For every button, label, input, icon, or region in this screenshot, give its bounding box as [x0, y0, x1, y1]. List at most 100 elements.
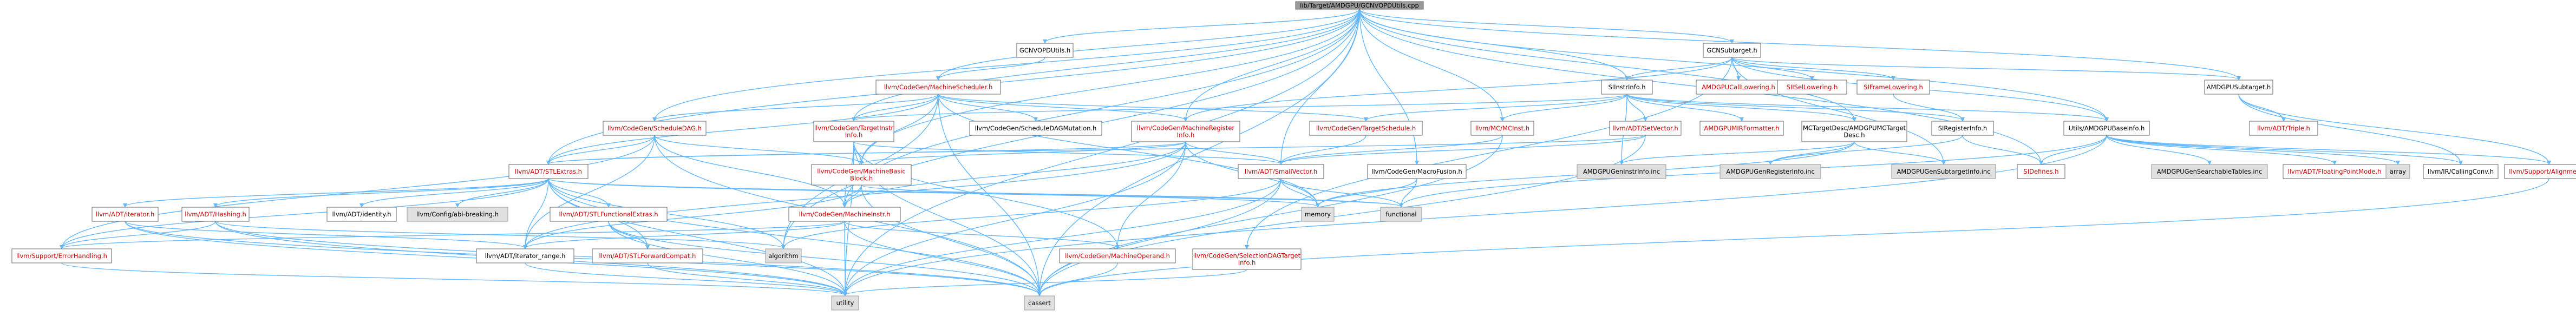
edge-mcsched-to-mbb: [859, 94, 939, 165]
node-label-utility: utility: [836, 299, 854, 307]
node-label-functional: functional: [1385, 210, 1416, 218]
node-stlfunc[interactable]: llvm/ADT/STLFunctionalExtras.h: [550, 207, 668, 222]
node-gensub: AMDGPUGenSubtargetInfo.inc: [1891, 164, 1996, 179]
node-floatmode[interactable]: llvm/ADT/FloatingPointMode.h: [2283, 164, 2387, 179]
edge-schedDAG-to-stlextras: [546, 135, 655, 165]
node-algorithm: algorithm: [765, 248, 802, 263]
node-label-gcnvopd: GCNVOPDUtils.h: [1019, 47, 1070, 54]
node-setvec[interactable]: llvm/ADT/SetVector.h: [1609, 121, 1682, 136]
edge-tsched-to-smallvec: [1279, 135, 1367, 165]
node-errhandling[interactable]: llvm/Support/ErrorHandling.h: [11, 248, 112, 263]
node-siinstr[interactable]: SIInstrInfo.h: [1601, 80, 1653, 95]
edge-mcsched-to-stlextras: [546, 94, 939, 165]
node-mop[interactable]: llvm/CodeGen/MachineOperand.h: [1059, 248, 1176, 263]
node-gcnsub[interactable]: GCNSubtarget.h: [1703, 43, 1761, 58]
node-minstr[interactable]: llvm/CodeGen/MachineInstr.h: [788, 207, 901, 222]
edge-mbb-to-itrange: [523, 184, 862, 249]
node-mirfmt[interactable]: AMDGPUMIRFormatter.h: [1699, 121, 1784, 136]
edge-smallvec-to-functional: [1280, 178, 1403, 208]
node-label-errhandling: llvm/Support/ErrorHandling.h: [16, 252, 107, 260]
node-smallvec[interactable]: llvm/ADT/SmallVector.h: [1238, 164, 1324, 179]
node-box-seldag: [1192, 248, 1302, 270]
edge-hashing-to-algorithm: [215, 221, 786, 249]
node-identity[interactable]: llvm/ADT/identity.h: [326, 207, 397, 222]
node-amdgpucall[interactable]: AMDGPUCallLowering.h: [1696, 80, 1781, 95]
edge-align-to-cassert: [1037, 178, 2549, 296]
node-box-siframe: [1856, 80, 1930, 95]
node-stlextras[interactable]: llvm/ADT/STLExtras.h: [508, 164, 589, 179]
edge-mcsched-to-cassert: [938, 94, 1042, 296]
node-label-triple: llvm/ADT/Triple.h: [2257, 124, 2310, 132]
node-label-hashing: llvm/ADT/Hashing.h: [185, 210, 246, 218]
node-box-mri: [1131, 121, 1240, 142]
node-box-gcnvopd: [1016, 43, 1074, 58]
node-stlfwd[interactable]: llvm/ADT/STLForwardCompat.h: [592, 248, 703, 263]
node-label-sidefines: SIDefines.h: [2023, 168, 2058, 175]
node-hashing[interactable]: llvm/ADT/Hashing.h: [181, 207, 250, 222]
node-macrofusion[interactable]: llvm/CodeGen/MacroFusion.h: [1367, 164, 1467, 179]
node-cassert: cassert: [1024, 295, 1055, 311]
node-box-siisel: [1777, 80, 1847, 95]
node-label-siinstr: SIInstrInfo.h: [1608, 83, 1645, 91]
edge-root-to-mcsched: [936, 9, 1360, 81]
node-schedMut[interactable]: llvm/CodeGen/ScheduleDAGMutation.h: [969, 121, 1102, 136]
node-schedDAG[interactable]: llvm/CodeGen/ScheduleDAG.h: [603, 121, 707, 136]
edge-siframe-to-sireginfo: [1893, 94, 1965, 122]
node-siisel[interactable]: SIISelLowering.h: [1777, 80, 1847, 95]
edge-root-to-macrofusion: [1359, 9, 1419, 165]
edge-root-to-gcnsub: [1359, 9, 1734, 44]
edge-stlextras-to-itrange: [523, 178, 549, 249]
node-box-mop: [1059, 248, 1176, 263]
edges-layer: [60, 9, 2551, 296]
node-label-minstr: llvm/CodeGen/MachineInstr.h: [799, 210, 891, 218]
node-label-callconv: llvm/IR/CallingConv.h: [2428, 168, 2494, 175]
node-mcinst[interactable]: llvm/MC/MCInst.h: [1470, 121, 1534, 136]
edge-iterator-to-cassert: [125, 221, 1042, 296]
edge-stlextras-to-stlfunc: [548, 178, 611, 208]
edge-gcnsub-to-mri: [1184, 57, 1732, 122]
node-basinfo[interactable]: Utils/AMDGPUBaseInfo.h: [2063, 121, 2150, 136]
node-sidefines[interactable]: SIDefines.h: [2017, 164, 2065, 179]
edge-gcnvopd-to-mcsched: [936, 57, 1045, 81]
node-triple[interactable]: llvm/ADT/Triple.h: [2249, 121, 2318, 136]
node-gcnvopd[interactable]: GCNVOPDUtils.h: [1016, 43, 1074, 58]
node-align[interactable]: llvm/Support/Alignment.h: [2504, 164, 2576, 179]
edge-schedDAG-to-minstr: [654, 135, 847, 208]
node-tsched[interactable]: llvm/CodeGen/TargetSchedule.h: [1309, 121, 1423, 136]
node-box-cfgbreak: [407, 207, 508, 222]
edge-siinstr-to-tsched: [1364, 94, 1627, 122]
edge-mri-to-mop: [1115, 141, 1186, 249]
node-box-minstr: [788, 207, 901, 222]
edge-root-to-cassert: [1037, 9, 1360, 296]
node-box-mcsched: [875, 80, 1001, 95]
edge-gcnsub-to-siinstr: [1625, 57, 1732, 81]
node-label-gensub: AMDGPUGenSubtargetInfo.inc: [1897, 168, 1990, 175]
edge-gcnsub-to-gensub: [1731, 57, 1946, 165]
node-label-cassert: cassert: [1028, 299, 1051, 307]
node-label-array: array: [2390, 168, 2406, 175]
node-mcsched[interactable]: llvm/CodeGen/MachineScheduler.h: [875, 80, 1001, 95]
edge-smallvec-to-utility: [843, 178, 1282, 296]
edge-root-to-tii: [852, 9, 1360, 122]
edge-siinstr-to-sireginfo: [1626, 94, 1965, 122]
edge-mri-to-mbb: [859, 141, 1186, 165]
edge-amdgpusub-to-callconv: [2238, 94, 2463, 165]
node-iterator[interactable]: llvm/ADT/iterator.h: [91, 207, 159, 222]
edge-smallvec-to-cassert: [1037, 178, 1282, 296]
edge-stlextras-to-hashing: [213, 178, 549, 208]
edge-stlextras-to-cassert: [548, 178, 1042, 296]
node-callconv[interactable]: llvm/IR/CallingConv.h: [2423, 164, 2499, 179]
edge-gcnsub-to-siframe: [1731, 57, 1895, 81]
node-box-amdgpucall: [1696, 80, 1781, 95]
node-itrange[interactable]: llvm/ADT/iterator_range.h: [476, 248, 574, 263]
node-sireginfo[interactable]: SIRegisterInfo.h: [1931, 121, 1994, 136]
node-siframe[interactable]: SIFrameLowering.h: [1856, 80, 1930, 95]
edge-amdgpusub-to-align: [2238, 94, 2551, 165]
edge-mcsched-to-mri: [938, 94, 1188, 122]
node-amdgpusub[interactable]: AMDGPUSubtarget.h: [2204, 80, 2273, 95]
